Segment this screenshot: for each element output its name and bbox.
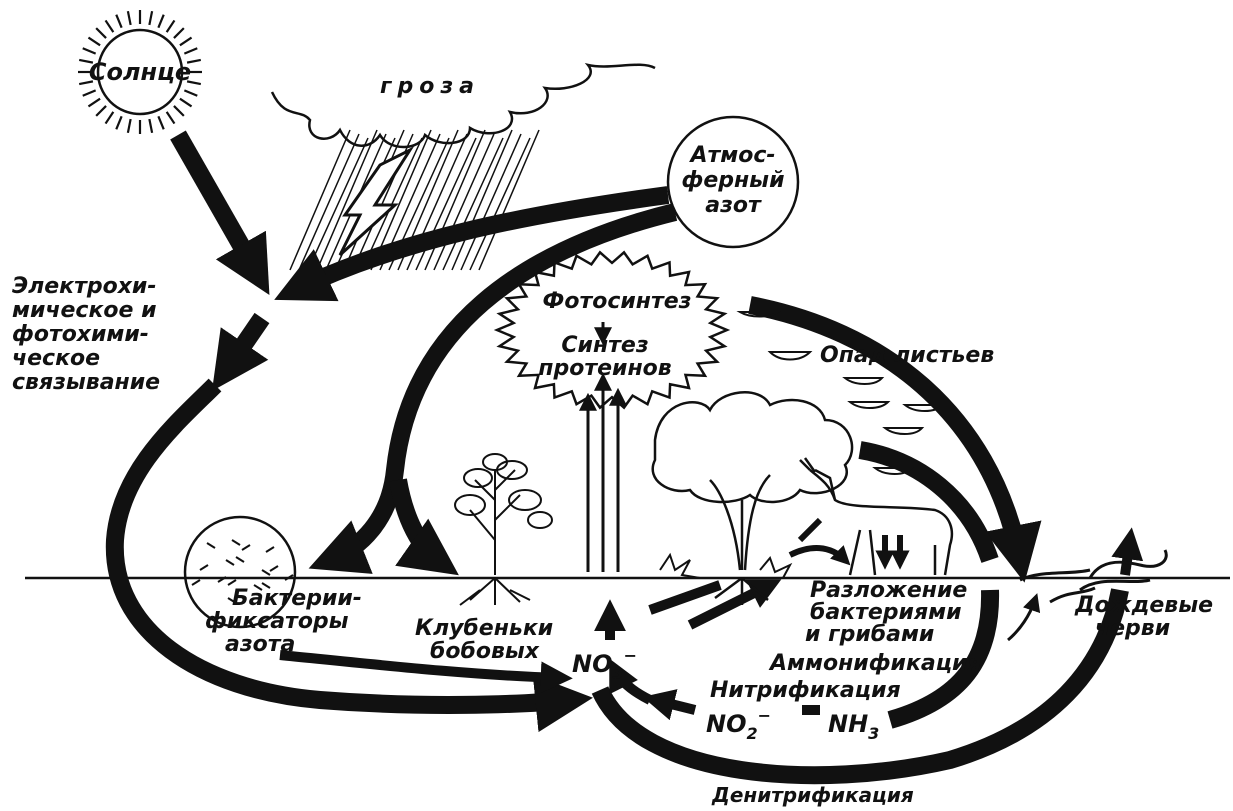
arrow-ammonification (887, 589, 1000, 729)
falling-leaves (736, 311, 946, 475)
arrow-to-nodules (389, 478, 459, 576)
label-nitrification: Нитрификация (710, 678, 901, 703)
arrow-big-loop (105, 378, 593, 733)
tree-icon (651, 391, 854, 605)
label-bacteria-1: Бактерии- (232, 586, 362, 611)
storm-cloud-icon (270, 62, 656, 271)
label-electro-3: фотохими- (12, 322, 149, 347)
label-nodules-1: Клубеньки (415, 616, 553, 641)
deer-icon (799, 457, 954, 576)
arrow-leaf-fall (748, 296, 1042, 583)
bacteria-circle (183, 515, 297, 629)
label-decomp-3: и грибами (805, 622, 934, 647)
label-denitrification: Денитрификация (711, 783, 914, 807)
label-atm-3: азот (705, 193, 762, 218)
lightning-icon (338, 146, 415, 257)
label-sun: Солнце (89, 58, 191, 86)
atmospheric-nitrogen-circle (666, 115, 800, 249)
label-protein-2: протеинов (538, 356, 671, 381)
label-decomp-2: бактериями (810, 600, 962, 625)
label-electro-1: Электрохи- (12, 274, 156, 299)
label-nh3: NH3 (828, 710, 879, 743)
arrow-atm-to-fixation (274, 186, 670, 302)
label-photosynthesis: Фотосинтез (543, 289, 692, 314)
legume-plant-icon (454, 453, 553, 606)
label-nodules-2: бобовых (430, 639, 540, 664)
photosynthesis-cloud (493, 250, 731, 410)
label-electro-5: связывание (12, 370, 160, 395)
earthworm-icon (1019, 549, 1168, 604)
label-bacteria-2: фиксаторы (205, 609, 349, 634)
arrow-sun-to-fixation (170, 130, 270, 296)
label-protein-1: Синтез (561, 333, 648, 358)
label-decomp-1: Разложение (810, 578, 967, 603)
label-no3: NO3− (572, 646, 637, 683)
decomposition-sparks (659, 552, 793, 579)
label-no2: NO2− (706, 706, 771, 743)
label-leaf-fall: Опад листьев (820, 343, 994, 368)
arrow-atm-to-soil (308, 203, 678, 574)
label-atm-1: Атмос- (688, 143, 775, 168)
label-electro-2: мическое и (12, 298, 157, 323)
sun-icon (78, 10, 202, 134)
arrow-denitrification (591, 588, 1129, 785)
arrow-dead-matter (858, 441, 999, 564)
label-worms-2: черви (1095, 616, 1170, 641)
arrow-fixation-down (211, 312, 270, 392)
label-storm: гроза (380, 74, 480, 99)
label-worms-1: Дождевые (1074, 593, 1213, 618)
label-bacteria-3: азота (225, 632, 295, 657)
label-atm-2: ферный (681, 168, 784, 193)
label-ammonification: Аммонификация (768, 651, 982, 676)
label-electro-4: ческое (12, 346, 100, 371)
